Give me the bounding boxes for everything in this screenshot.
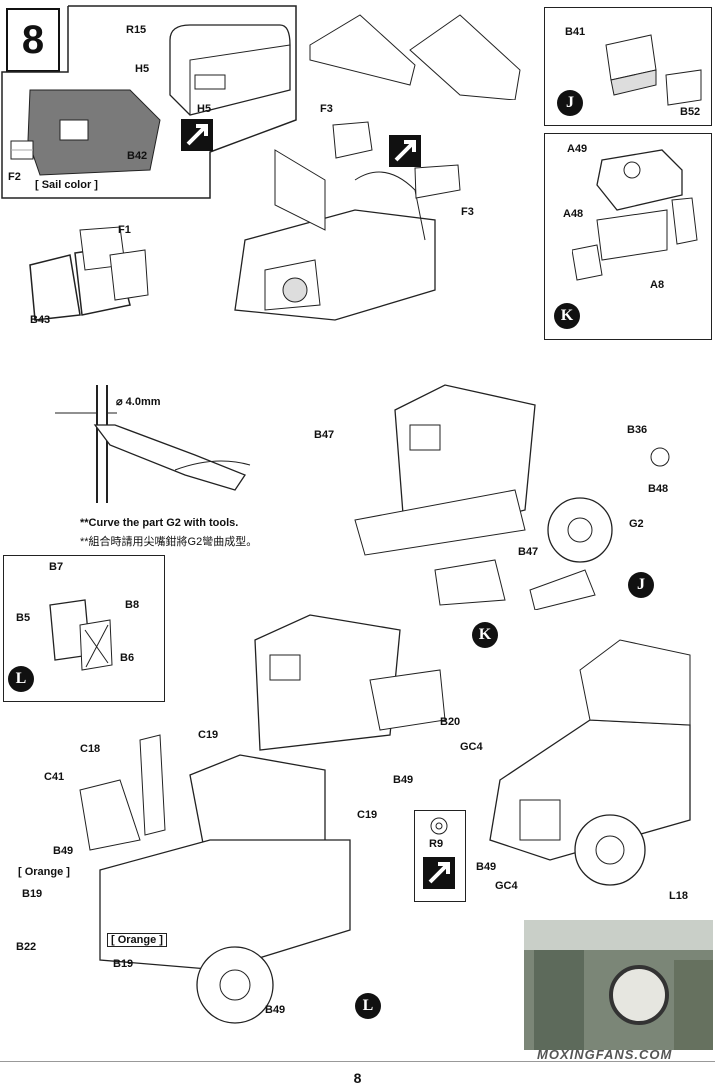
- cab-roof-drawing: [169, 24, 291, 116]
- marker-j: J: [557, 90, 583, 116]
- label-b49: B49: [393, 774, 414, 786]
- page-number: 8: [353, 1070, 362, 1086]
- label-orange: [ Orange ]: [18, 866, 70, 878]
- label-c41: C41: [44, 771, 65, 783]
- label-l18: L18: [669, 890, 688, 902]
- r9-bracket-drawing: [430, 817, 448, 835]
- label-b48: B48: [648, 483, 669, 495]
- label-a48: A48: [563, 208, 584, 220]
- label-h5: H5: [197, 103, 212, 115]
- label-gc4: GC4: [495, 880, 518, 892]
- truck-front-left-drawing: [79, 734, 351, 1024]
- step-number-box: 8: [6, 8, 60, 72]
- label-f3: F3: [320, 103, 333, 115]
- f2-window-drawing: [10, 140, 34, 160]
- label-b43: B43: [30, 314, 51, 326]
- cab-canopy-drawing: [309, 14, 521, 100]
- b48-cap-drawing: [650, 447, 670, 467]
- label-b52: B52: [680, 106, 701, 118]
- label-a8: A8: [650, 279, 665, 291]
- label-a49: A49: [567, 143, 588, 155]
- fuel-tank-drawing: [572, 149, 698, 281]
- watermark: MOXINGFANS.COM: [537, 1047, 673, 1062]
- label-b49: B49: [476, 861, 497, 873]
- label-b5: B5: [16, 612, 31, 624]
- label-b47: B47: [518, 546, 539, 558]
- marker-k: K: [554, 303, 580, 329]
- f3-window-drawing-side: [414, 164, 461, 199]
- label-b19: B19: [113, 958, 134, 970]
- label-b20: B20: [440, 716, 461, 728]
- label-c19: C19: [357, 809, 378, 821]
- pliers-bending-illustration: [55, 385, 251, 503]
- cab-chassis-drawing: [354, 384, 613, 610]
- label-r15: R15: [126, 24, 147, 36]
- marker-j: J: [628, 572, 654, 598]
- label-g2: G2: [629, 518, 644, 530]
- arrow-icon: [389, 135, 421, 167]
- label-b36: B36: [627, 424, 648, 436]
- label-gc4: GC4: [460, 741, 483, 753]
- note-curve-chinese: **組合時請用尖嘴鉗將G2彎曲成型。: [80, 536, 258, 548]
- jerry-can-drawing: [49, 599, 113, 671]
- label-c18: C18: [80, 743, 101, 755]
- label-b49: B49: [265, 1004, 286, 1016]
- footer-rule: [0, 1061, 715, 1062]
- label-f2: F2: [8, 171, 21, 183]
- marker-l: L: [8, 666, 34, 692]
- label-b42: B42: [127, 150, 148, 162]
- label-c19: C19: [198, 729, 219, 741]
- label-b49: B49: [53, 845, 74, 857]
- label-orange: [ Orange ]: [107, 933, 167, 947]
- top-left-frame: [1, 5, 297, 199]
- marker-k: K: [472, 622, 498, 648]
- label-sail-color: [ Sail color ]: [35, 179, 98, 191]
- cab-rear-drawing: [254, 614, 446, 751]
- windshield-frame-drawing: [29, 226, 149, 321]
- label-b47: B47: [314, 429, 335, 441]
- label-f1: F1: [118, 224, 131, 236]
- truck-front-drawing: [234, 149, 436, 321]
- canvas-cover-drawing: [27, 89, 161, 176]
- arrow-icon: [181, 119, 213, 151]
- note-curve-english: **Curve the part G2 with tools.: [80, 517, 239, 529]
- label-b7: B7: [49, 561, 64, 573]
- label-b19: B19: [22, 888, 43, 900]
- arrow-icon: [423, 857, 455, 889]
- label-b41: B41: [565, 26, 586, 38]
- label-diameter: ⌀ 4.0mm: [116, 396, 161, 408]
- truck-front-right-drawing: [489, 639, 691, 886]
- label-f3: F3: [461, 206, 474, 218]
- reference-photo: [524, 920, 713, 1050]
- step-number: 8: [21, 18, 45, 62]
- toolbox-drawing: [605, 34, 702, 106]
- label-b6: B6: [120, 652, 135, 664]
- f3-window-drawing-top: [332, 121, 373, 159]
- marker-l: L: [355, 993, 381, 1019]
- label-r9: R9: [429, 838, 444, 850]
- label-b8: B8: [125, 599, 140, 611]
- label-h5: H5: [135, 63, 150, 75]
- label-b22: B22: [16, 941, 37, 953]
